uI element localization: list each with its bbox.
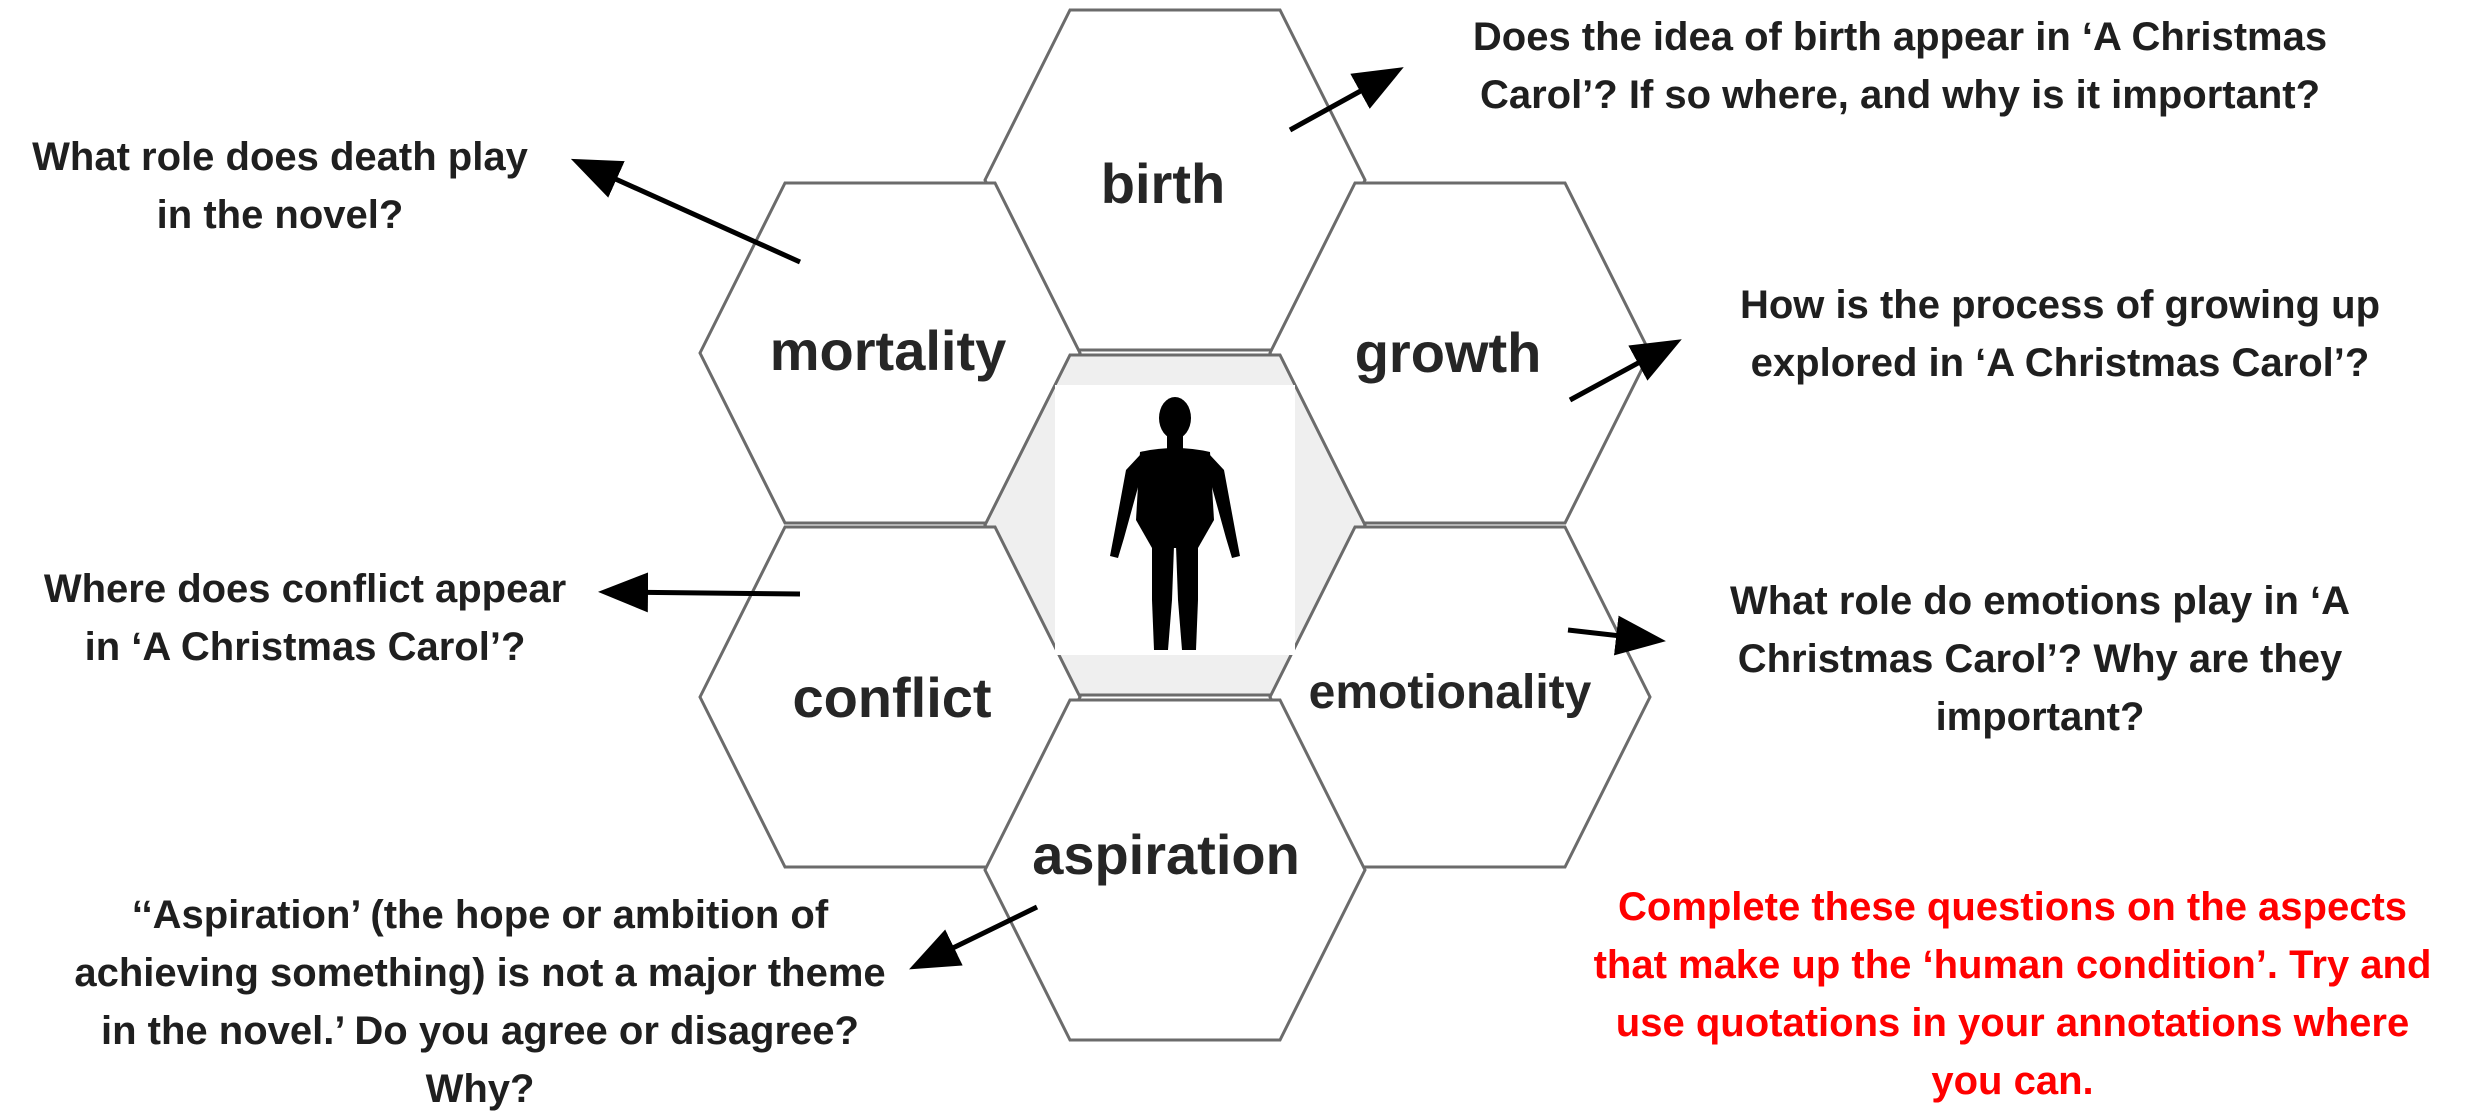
hex-label-growth: growth [1355,321,1542,384]
hex-label-mortality: mortality [770,319,1007,382]
hex-aspiration [983,698,1367,1042]
hex-label-birth: birth [1101,152,1225,215]
question-birth-line: Does the idea of birth appear in ‘A Chri… [1472,15,2328,59]
instruction-line: use quotations in your annotations where [1615,1001,2410,1045]
question-conflict-line: Where does conflict appear [43,567,567,611]
question-mortality: What role does death play in the novel? [0,128,560,244]
question-growth-line: How is the process of growing up [1739,283,2381,327]
arrow-aspiration [909,904,1039,970]
instruction-line: that make up the ‘human condition’. Try … [1593,943,2432,987]
arrow-conflict [598,572,801,613]
question-aspiration: ‘‘Aspiration’ (the hope or ambition of a… [10,886,950,1118]
question-mortality-line: in the novel? [156,193,404,237]
question-growth: How is the process of growing up explore… [1680,276,2440,392]
arrow-growth [1568,339,1682,403]
question-aspiration-line: ‘‘Aspiration’ (the hope or ambition of [131,893,829,937]
question-emotionality-line: What role do emotions play in ‘A [1729,579,2351,623]
question-aspiration-line: in the novel.’ Do you agree or disagree? [101,1009,859,1053]
question-conflict-line: in ‘A Christmas Carol’? [84,625,526,669]
arrow-mortality [570,158,802,265]
hex-label-aspiration: aspiration [1032,823,1300,886]
hex-label-conflict: conflict [792,666,991,729]
instruction-text: Complete these questions on the aspects … [1555,878,2470,1110]
hex-conflict [698,525,1082,869]
question-emotionality: What role do emotions play in ‘A Christm… [1660,572,2420,746]
question-growth-line: explored in ‘A Christmas Carol’? [1750,341,2370,385]
question-aspiration-line: achieving something) is not a major them… [74,951,886,995]
hex-label-emotionality: emotionality [1309,666,1592,719]
arrow-emotionality [1567,615,1666,656]
arrow-birth [1288,67,1404,133]
instruction-line: Complete these questions on the aspects [1617,885,2408,929]
human-silhouette-icon [1110,397,1240,650]
question-emotionality-line: important? [1935,695,2145,739]
question-aspiration-line: Why? [425,1067,535,1111]
question-mortality-line: What role does death play [32,135,528,179]
instruction-line: you can. [1931,1059,2094,1103]
hex-mortality [698,181,1082,525]
question-conflict: Where does conflict appear in ‘A Christm… [0,560,610,676]
question-birth-line: Carol’? If so where, and why is it impor… [1479,73,2321,117]
question-emotionality-line: Christmas Carol’? Why are they [1737,637,2343,681]
question-birth: Does the idea of birth appear in ‘A Chri… [1400,8,2400,124]
